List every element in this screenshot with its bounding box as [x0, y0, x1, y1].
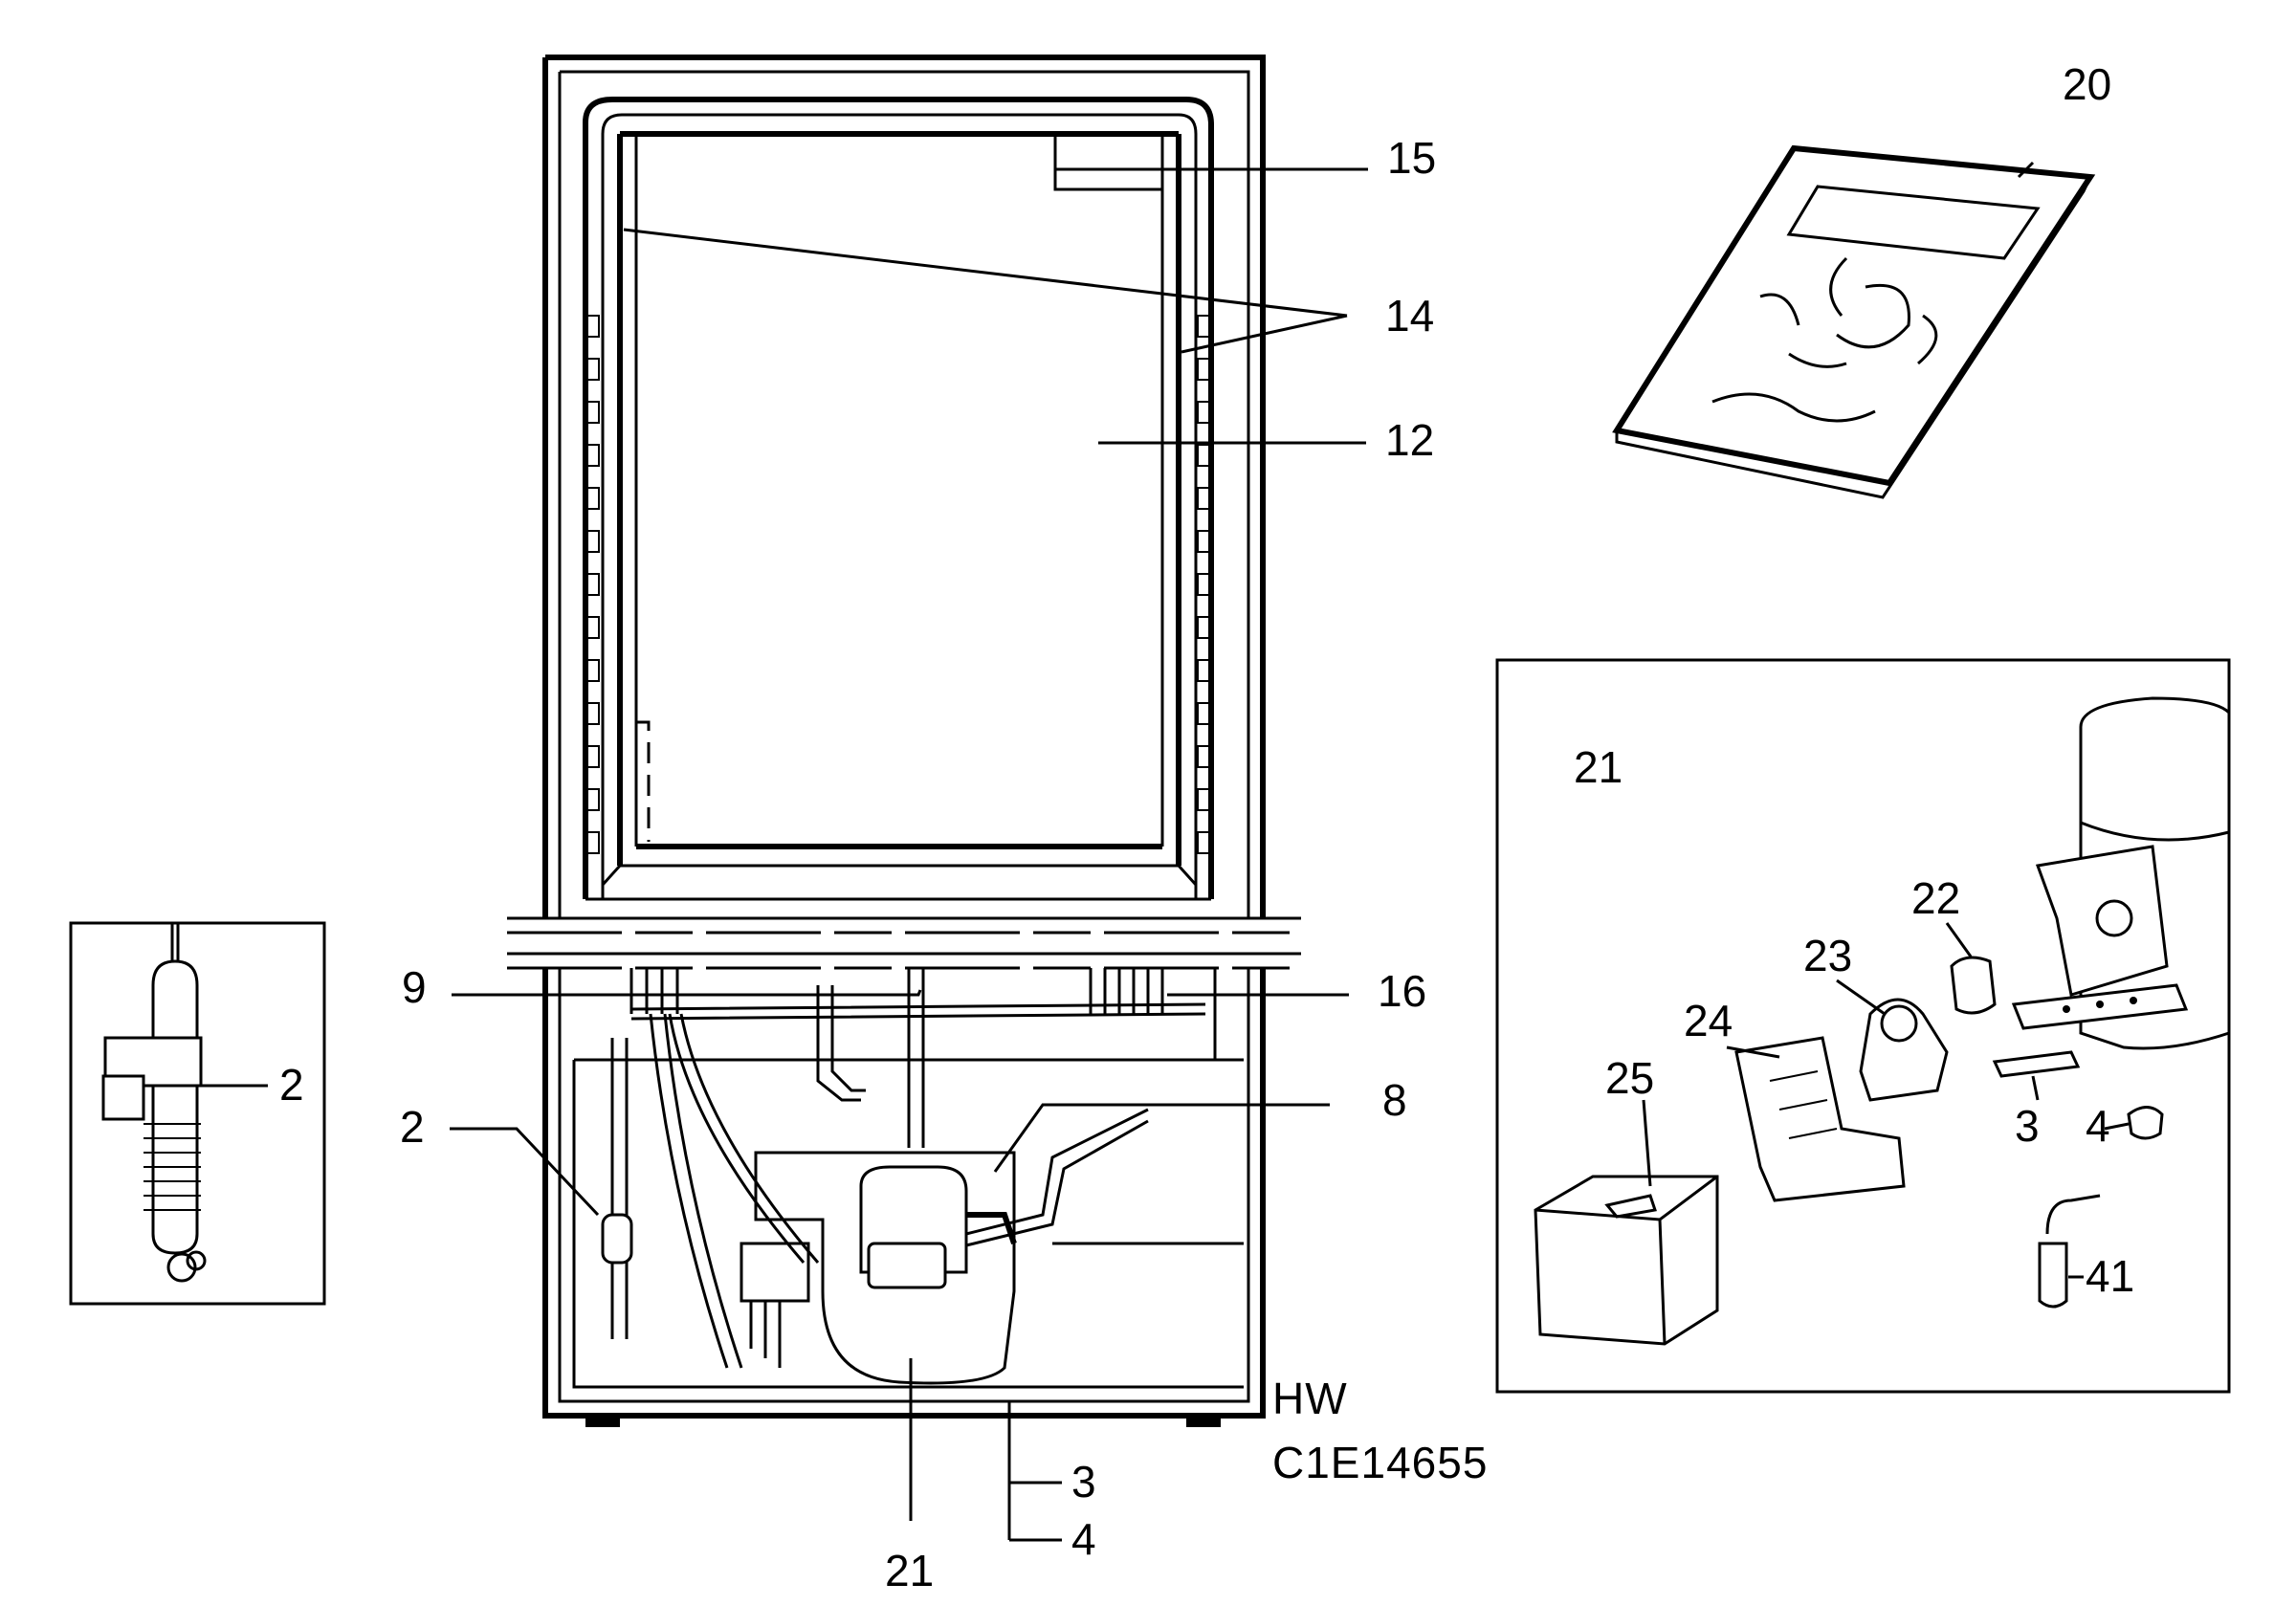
inset-title: 21 — [1574, 742, 1623, 792]
inset-box-compressor — [1495, 658, 2231, 1394]
callout-12: 12 — [1385, 415, 1434, 465]
inset-callout-24: 24 — [1684, 996, 1733, 1045]
callout-21: 21 — [885, 1546, 934, 1595]
detail-box-part-2 — [69, 921, 326, 1306]
callout-3: 3 — [1071, 1457, 1096, 1507]
callout-8: 8 — [1382, 1075, 1407, 1125]
callout-15: 15 — [1387, 133, 1436, 183]
cabinet-drawing — [507, 55, 1301, 1540]
callout-16: 16 — [1378, 966, 1426, 1016]
callout-9: 9 — [402, 962, 427, 1012]
figure-code-line2: C1E14655 — [1272, 1438, 1488, 1487]
inset-callout-25: 25 — [1605, 1053, 1654, 1103]
inset-callout-22: 22 — [1911, 873, 1960, 923]
callout-labels: 20 15 14 12 9 16 2 2 8 3 4 21 HW C1E1465… — [279, 59, 2134, 1595]
leader-lines — [201, 161, 2035, 1542]
instruction-booklet — [1612, 144, 2096, 499]
inset-callout-41: 41 — [2086, 1251, 2134, 1301]
figure-code-line1: HW — [1272, 1374, 1348, 1423]
callout-4: 4 — [1071, 1514, 1096, 1564]
callout-2-main: 2 — [400, 1102, 425, 1152]
inset-leader-lines — [1642, 922, 2130, 1279]
callout-2-detail: 2 — [279, 1060, 304, 1110]
callout-14: 14 — [1385, 291, 1434, 341]
inset-callout-3: 3 — [2015, 1101, 2040, 1151]
inset-callout-23: 23 — [1803, 931, 1852, 980]
inset-callout-4: 4 — [2086, 1101, 2110, 1151]
callout-20: 20 — [2063, 59, 2111, 109]
